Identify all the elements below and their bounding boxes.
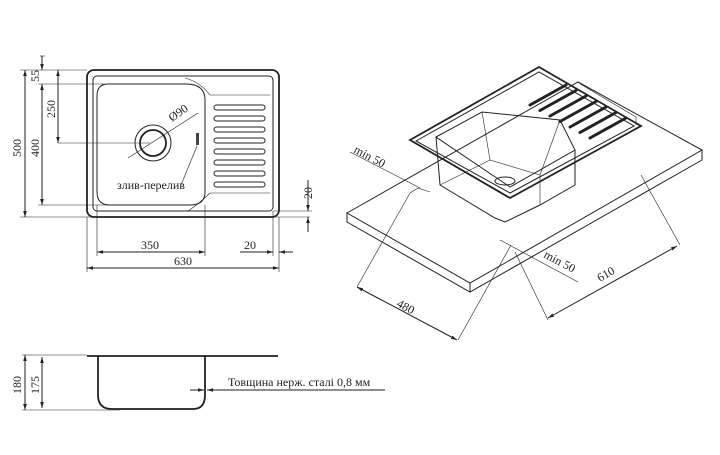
- dim-180: 180: [10, 376, 24, 394]
- sink-rim: [408, 65, 643, 200]
- dim-630: 630: [174, 254, 192, 268]
- drainboard-slot: [213, 126, 266, 133]
- drainboard-slot: [213, 104, 266, 111]
- iso-drainboard-slot: [568, 105, 608, 129]
- drainboard-slot: [213, 137, 266, 144]
- side-view: 180 175 Товщина нерж. сталі 0,8 мм: [10, 354, 385, 411]
- iso-drainboard-slot: [548, 94, 588, 118]
- drainboard-edge: [184, 77, 270, 212]
- min-50-bottom: min 50: [542, 247, 578, 275]
- iso-drainboard-slot: [528, 83, 568, 107]
- dim-480: 480: [395, 296, 417, 317]
- countertop: [345, 81, 704, 293]
- thickness-note: Товщина нерж. сталі 0,8 мм: [228, 375, 371, 389]
- dim-diameter: Ø90: [166, 101, 191, 124]
- dim-400: 400: [28, 139, 42, 157]
- iso-drainboard-slot: [558, 100, 598, 123]
- iso-drainboard-slot: [588, 116, 628, 140]
- dim-175: 175: [28, 376, 42, 394]
- dim-20-bottom: 20: [244, 238, 256, 252]
- dim-55: 55: [28, 70, 42, 82]
- drainboard-slot: [213, 115, 266, 122]
- dim-500: 500: [10, 139, 24, 157]
- dim-250: 250: [44, 100, 58, 118]
- sink-profile: [87, 355, 278, 410]
- min-50-top: min 50: [352, 142, 388, 170]
- drainboard-slot: [213, 170, 266, 177]
- iso-drainboard-slot: [578, 111, 618, 134]
- top-view: злив-перелив Ø90 500 400 55 250 20 350 2…: [10, 55, 315, 272]
- drainboard-slot: [213, 148, 266, 155]
- drainboard-slot: [213, 159, 266, 166]
- iso-drainboard-slots: [528, 83, 628, 140]
- overflow-label: злив-перелив: [117, 178, 185, 192]
- iso-drain: [494, 176, 516, 186]
- countertop-cutout: [409, 81, 637, 194]
- iso-drainboard-slot: [538, 89, 578, 112]
- sink-rim-inner: [414, 71, 636, 194]
- drainboard-slot: [213, 181, 266, 188]
- sink-rim-inner: [92, 75, 274, 212]
- iso-view: min 50 min 50 480 610: [345, 65, 704, 341]
- overflow-icon: [196, 133, 199, 145]
- dim-20-right: 20: [301, 187, 315, 199]
- dim-350: 350: [141, 238, 159, 252]
- drainboard-slots: [213, 104, 266, 188]
